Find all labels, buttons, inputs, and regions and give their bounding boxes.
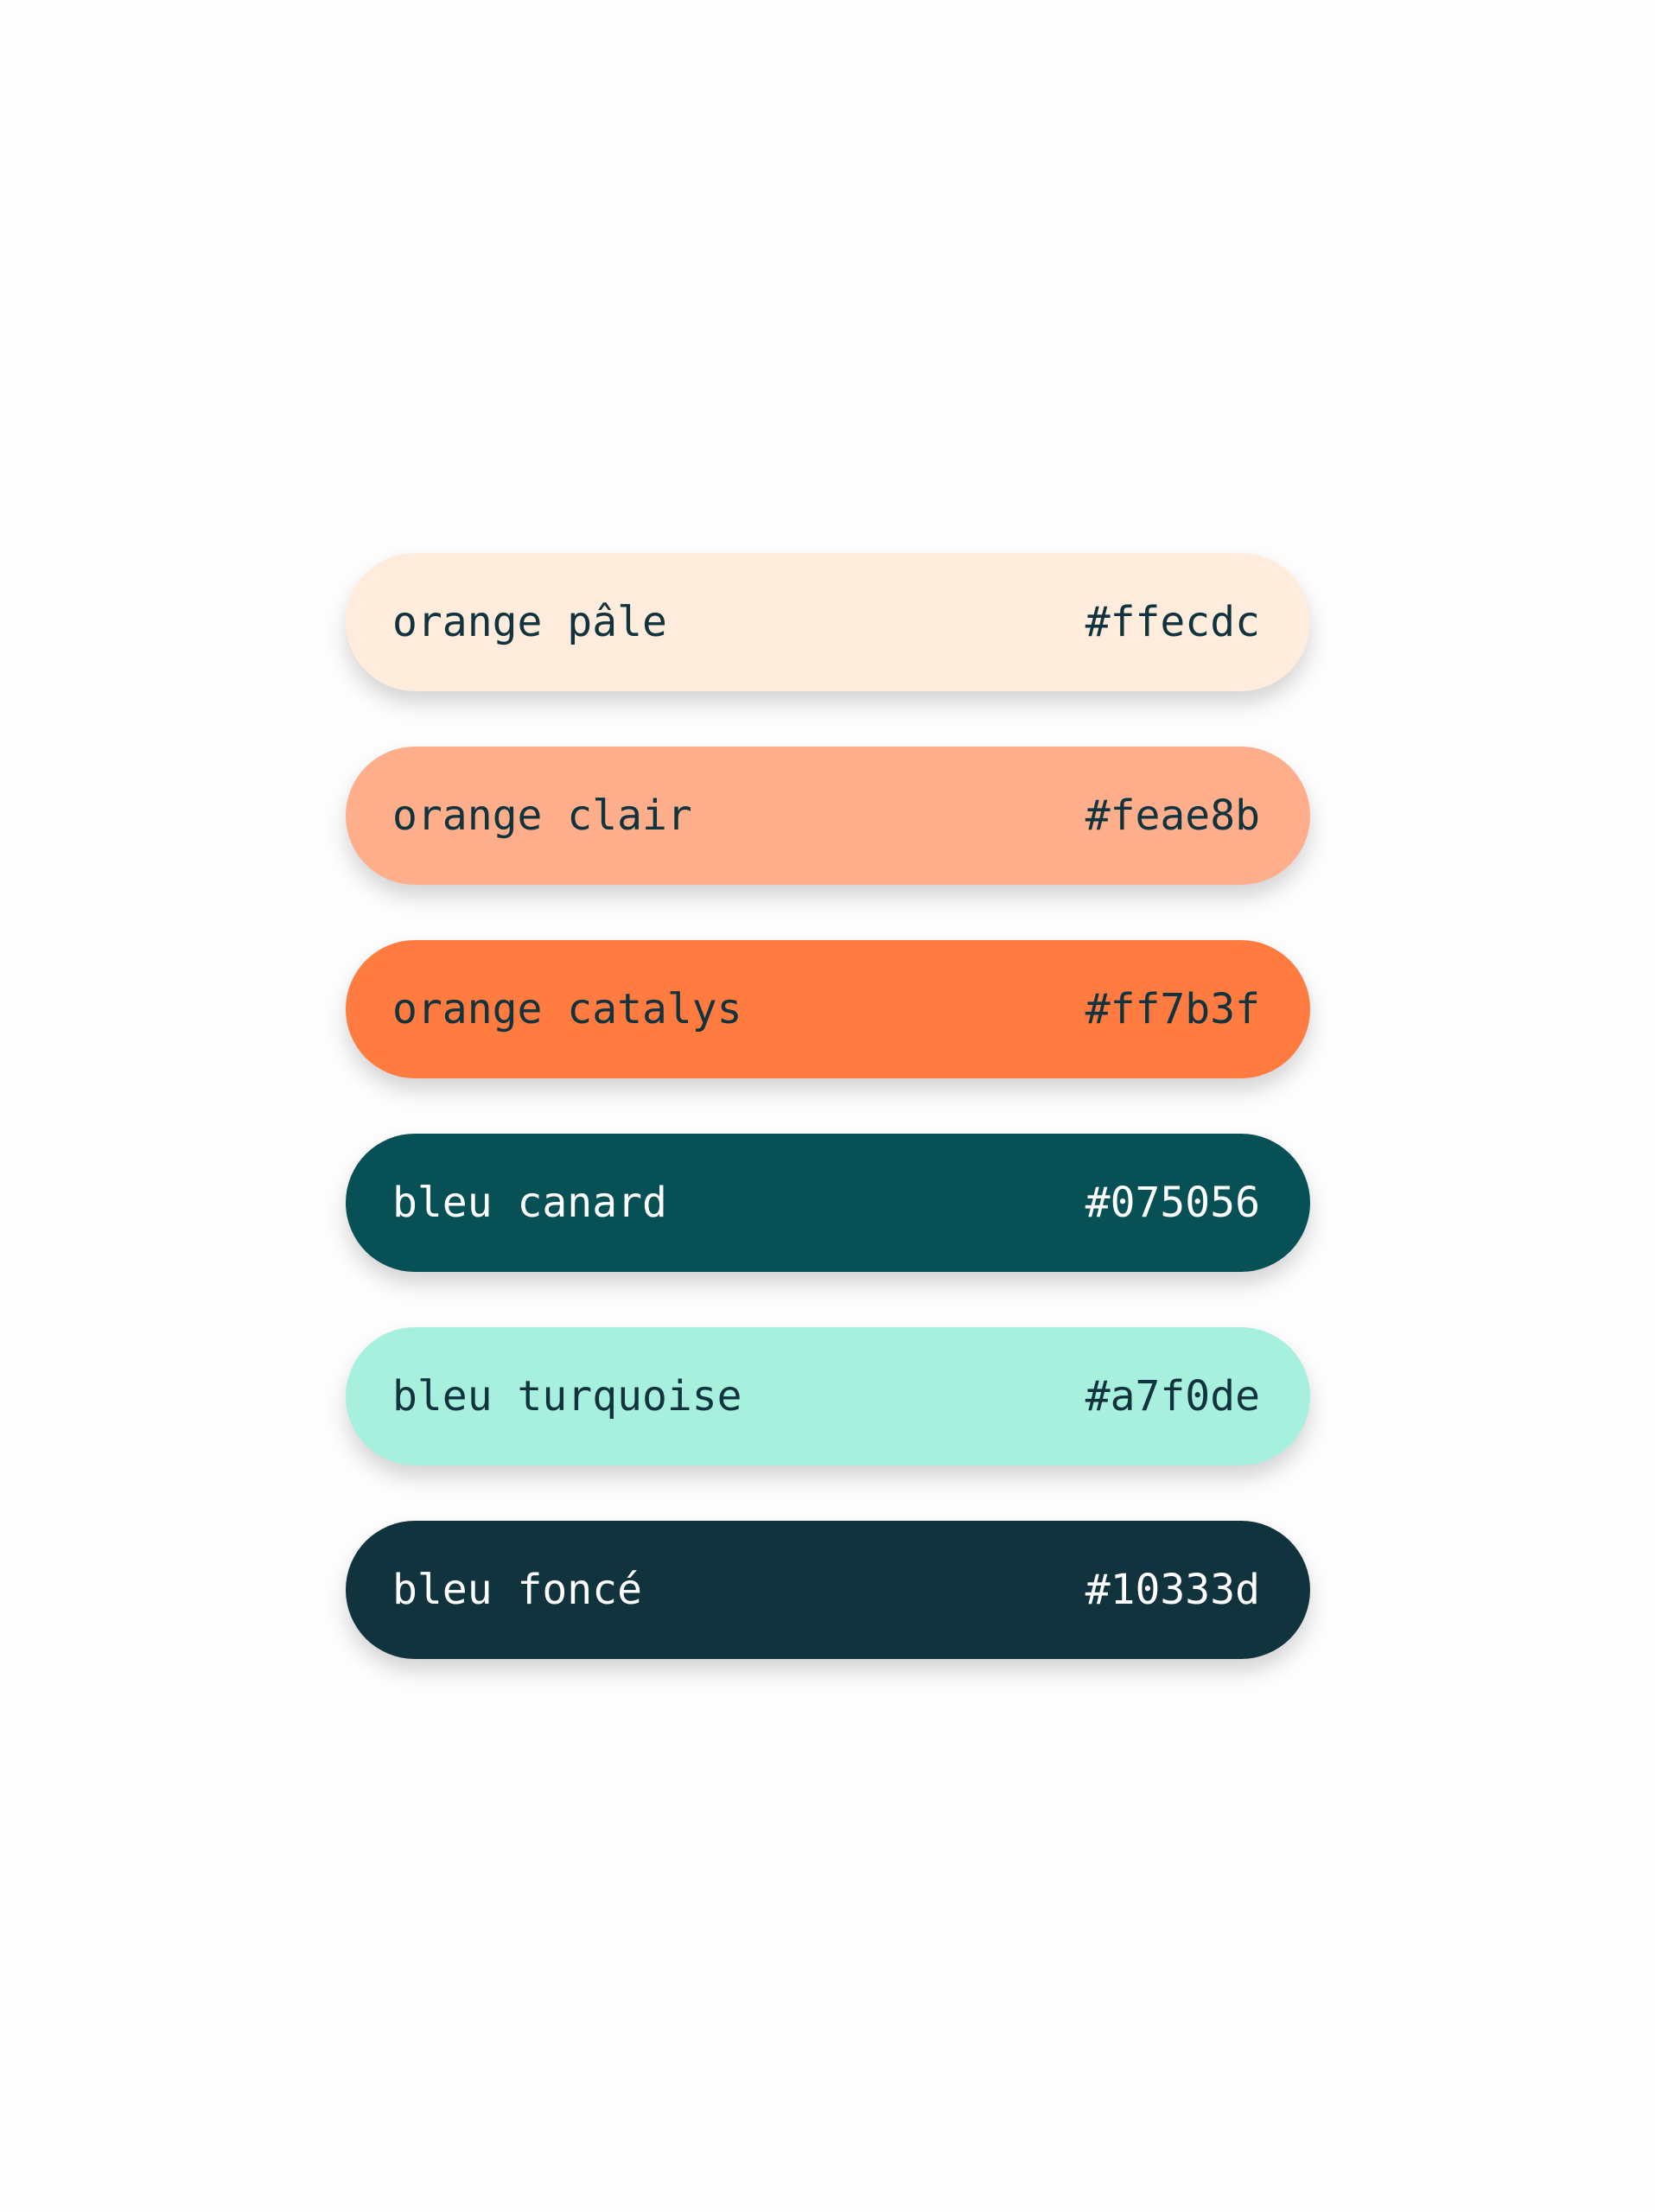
swatch-name: orange catalys: [392, 985, 742, 1033]
swatch-name: bleu canard: [392, 1179, 667, 1227]
swatch-orange-catalys: orange catalys #ff7b3f: [346, 940, 1310, 1078]
swatch-hex: #ffecdc: [1085, 598, 1260, 646]
swatch-hex: #a7f0de: [1085, 1372, 1260, 1421]
swatch-hex: #feae8b: [1085, 791, 1260, 840]
swatch-bleu-turquoise: bleu turquoise #a7f0de: [346, 1327, 1310, 1465]
swatch-name: orange pâle: [392, 598, 667, 646]
swatch-orange-pale: orange pâle #ffecdc: [346, 553, 1310, 691]
swatch-bleu-canard: bleu canard #075056: [346, 1134, 1310, 1272]
swatch-hex: #ff7b3f: [1085, 985, 1260, 1033]
swatch-name: bleu turquoise: [392, 1372, 742, 1421]
swatch-name: bleu foncé: [392, 1566, 642, 1614]
swatch-bleu-fonce: bleu foncé #10333d: [346, 1521, 1310, 1659]
swatch-hex: #10333d: [1085, 1566, 1260, 1614]
swatch-name: orange clair: [392, 791, 692, 840]
swatch-hex: #075056: [1085, 1179, 1260, 1227]
swatch-orange-clair: orange clair #feae8b: [346, 747, 1310, 885]
